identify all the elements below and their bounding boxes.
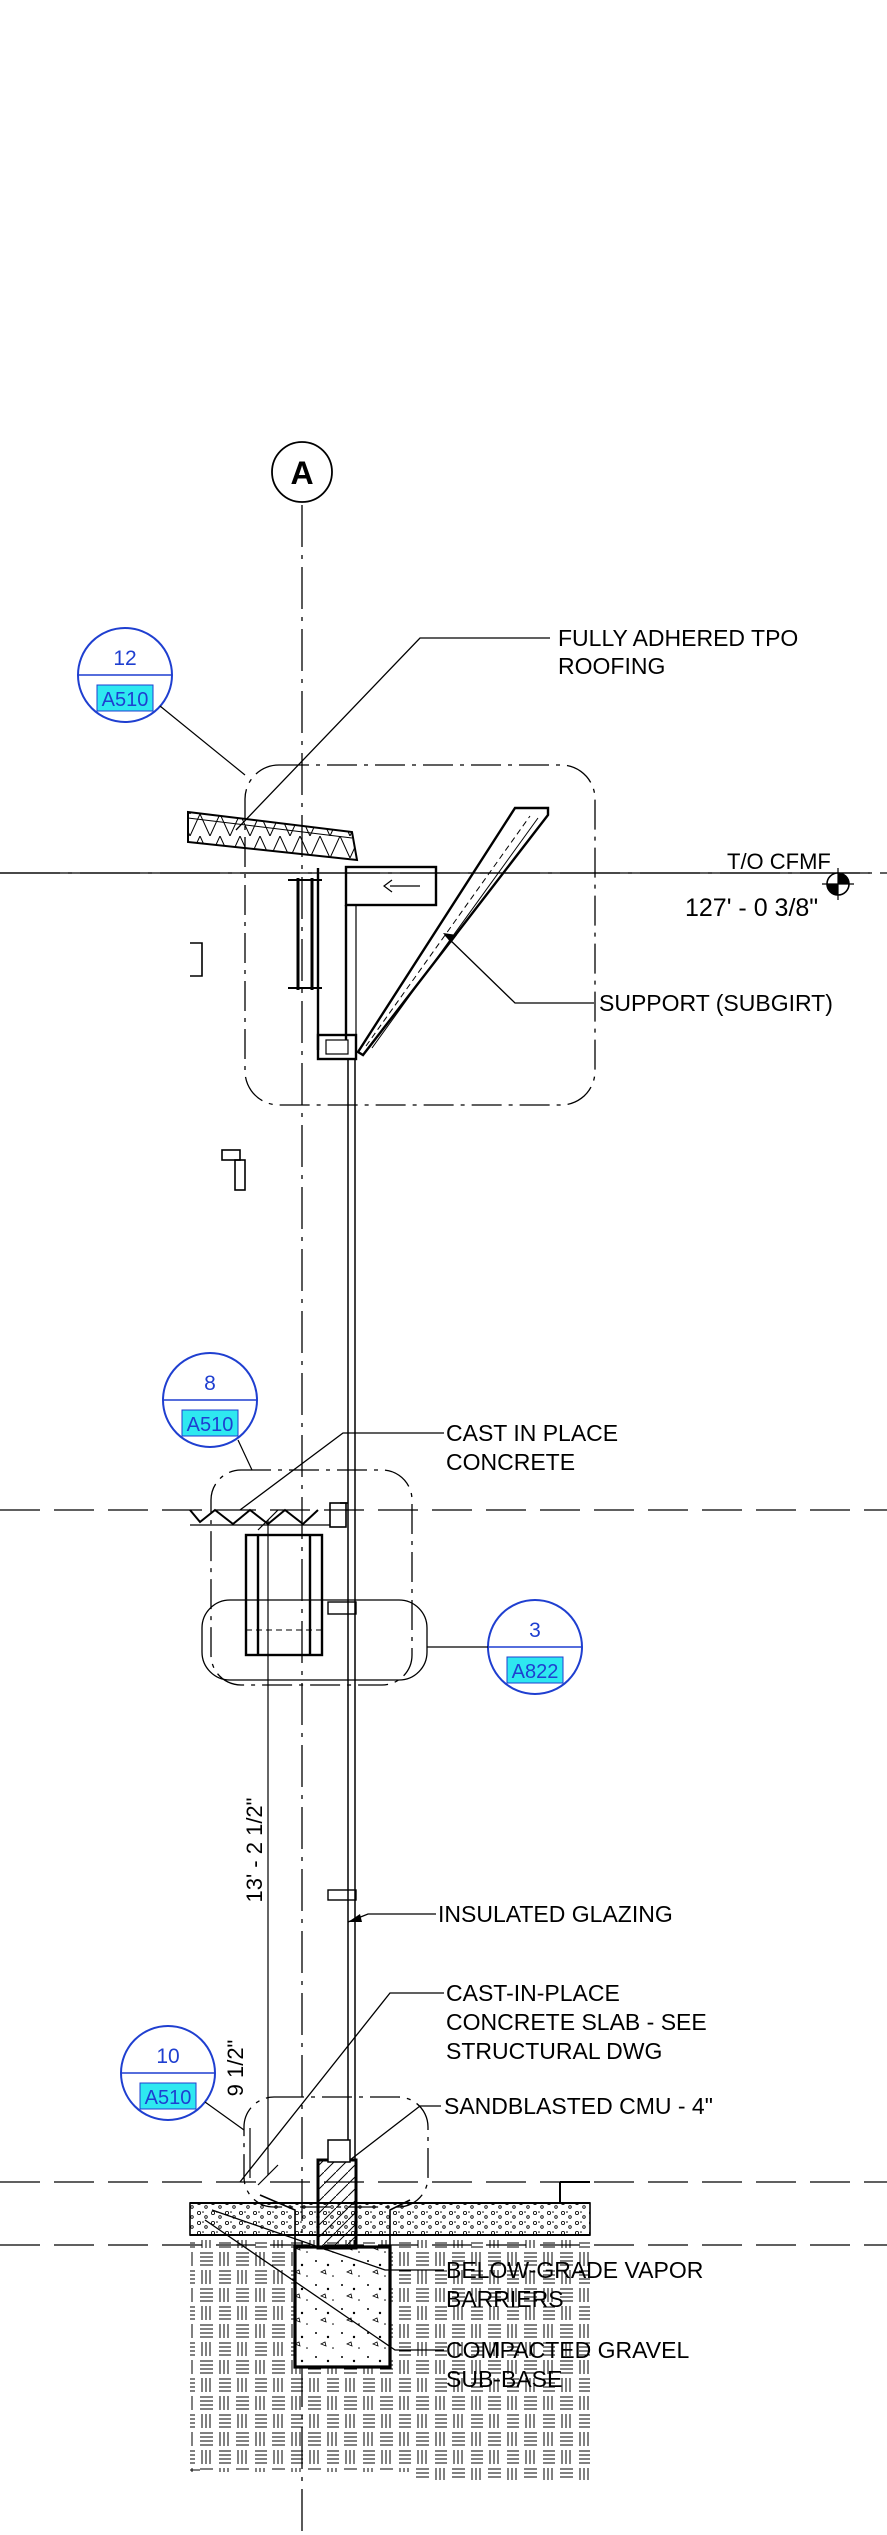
roof-parapet-assembly [187,806,550,2160]
note-gravel-line2: SUB-BASE [446,2366,562,2392]
note-slab-line2: CONCRETE SLAB - SEE [446,2009,707,2035]
detail-boundary-3 [201,1599,428,1681]
callout-10-number: 10 [156,2045,179,2068]
note-vapor-line1: BELOW-GRADE VAPOR [446,2257,703,2283]
elevation-marker: T/O CFMF 127' - 0 3/8" [0,849,870,922]
note-roofing-line1: FULLY ADHERED TPO [558,625,798,651]
note-concrete-line1: CAST IN PLACE [446,1420,618,1446]
foundation-assembly [189,2139,591,2480]
detail-boundaries [210,764,596,2208]
callout-8-number: 8 [204,1372,216,1395]
callout-8-sheet: A510 [187,1414,234,1436]
floor-slab-assembly [189,1502,357,1901]
callout-3-sheet: A822 [512,1661,559,1683]
note-gravel-line1: COMPACTED GRAVEL [446,2337,689,2363]
callout-10[interactable]: 10 A510 [120,2025,245,2131]
note-slab-line1: CAST-IN-PLACE [446,1980,620,2006]
height-dimension: 13' - 2 1/2" [242,1798,267,1903]
callout-12[interactable]: 12 A510 [77,627,246,776]
small-dimension: 9 1/2" [223,2040,248,2097]
grid-line-a: A [271,441,333,2535]
callout-3[interactable]: 3 A822 [427,1599,583,1695]
leader-arrows [348,933,457,1922]
note-cmu: SANDBLASTED CMU - 4" [444,2093,713,2119]
callout-12-number: 12 [113,647,136,670]
callout-10-sheet: A510 [145,2087,192,2109]
leader-lines [204,637,594,2351]
note-glazing: INSULATED GLAZING [438,1901,673,1927]
note-slab-line3: STRUCTURAL DWG [446,2038,662,2064]
level-lines [0,872,887,2246]
callout-3-number: 3 [529,1619,541,1642]
note-vapor-line2: BARRIERS [446,2286,564,2312]
note-support: SUPPORT (SUBGIRT) [599,990,833,1016]
note-concrete-line2: CONCRETE [446,1449,575,1475]
note-roofing-line2: ROOFING [558,653,665,679]
callout-8[interactable]: 8 A510 [162,1352,258,1471]
notes: FULLY ADHERED TPO ROOFING SUPPORT (SUBGI… [438,625,833,2392]
elevation-value: 127' - 0 3/8" [685,894,818,922]
grid-tag: A [290,455,313,491]
elevation-label: T/O CFMF [727,849,831,874]
callout-12-sheet: A510 [102,689,149,711]
misc-symbols [190,942,246,1191]
